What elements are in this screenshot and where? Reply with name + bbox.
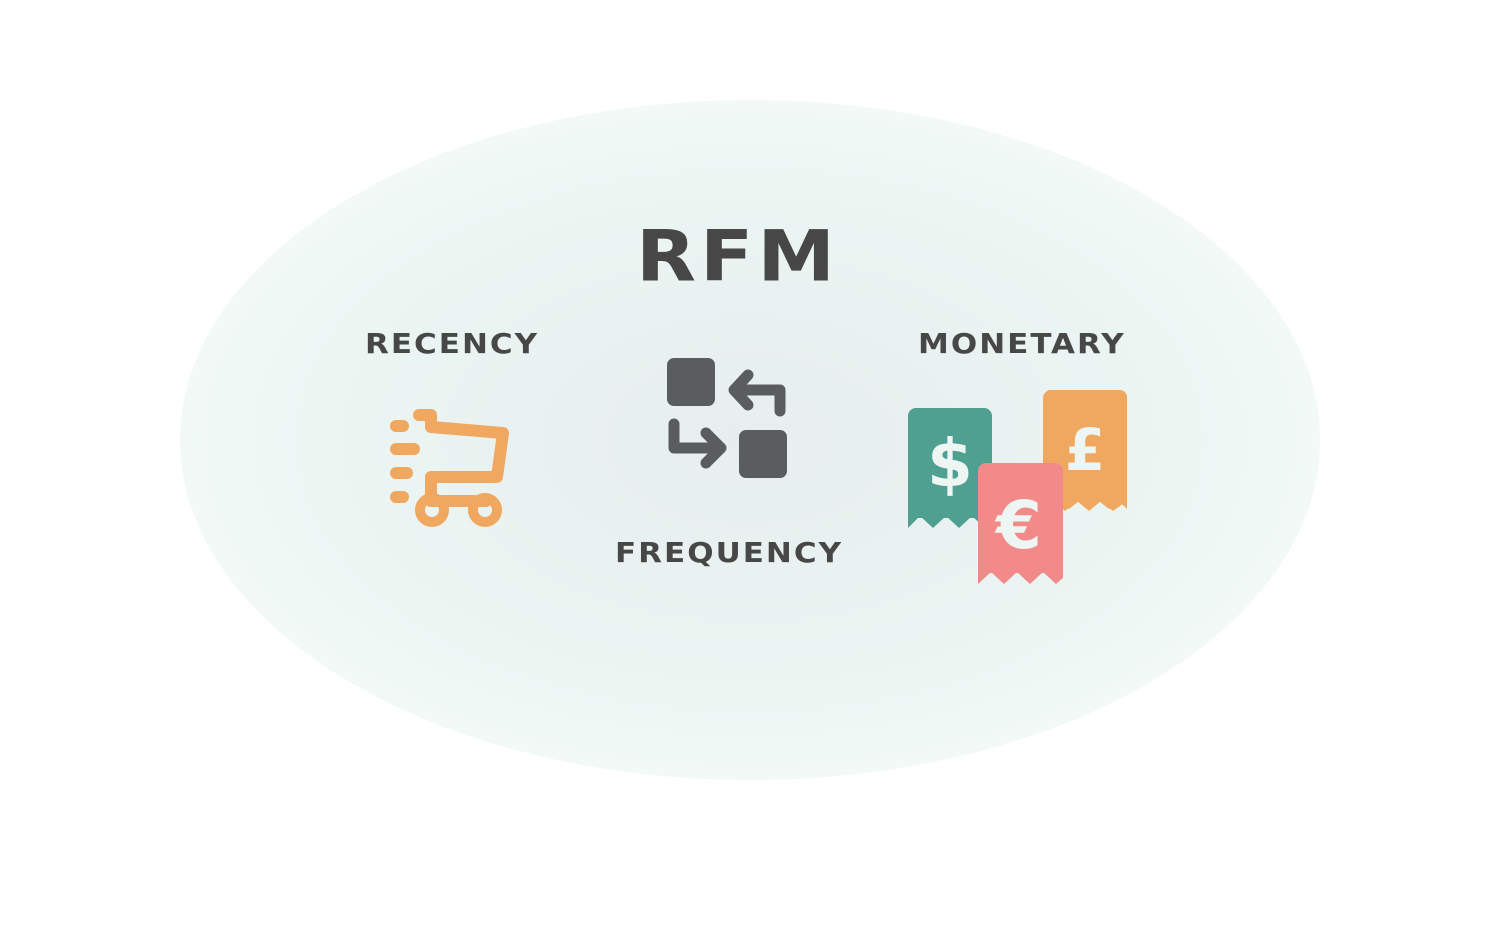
svg-text:€: € (994, 487, 1042, 564)
shopping-cart-icon (386, 405, 516, 535)
frequency-label: FREQUENCY (615, 536, 844, 570)
recency-label: RECENCY (365, 327, 540, 361)
pound-receipt-icon: £ (1043, 390, 1127, 511)
exchange-arrows-icon (665, 356, 790, 481)
monetary-label: MONETARY (918, 327, 1126, 361)
svg-text:£: £ (1065, 416, 1105, 484)
currency-receipts-icon: £ $ € (905, 388, 1135, 588)
diagram-title: RFM (636, 216, 839, 298)
euro-receipt-icon: € (978, 463, 1063, 584)
svg-text:$: $ (927, 425, 973, 502)
dollar-receipt-icon: $ (908, 408, 992, 528)
